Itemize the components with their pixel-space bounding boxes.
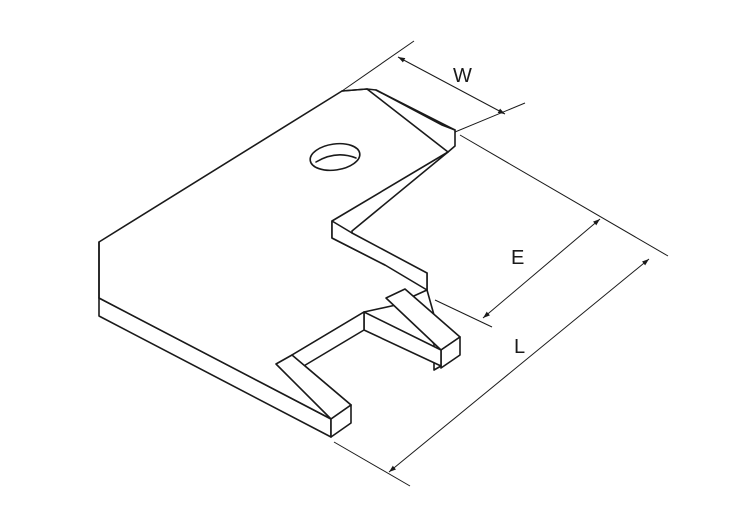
tip-extension — [459, 134, 669, 257]
w-extension-right — [454, 102, 526, 133]
w-label: W — [453, 65, 472, 87]
e-label: E — [511, 247, 524, 269]
mounting-hole-inner-edge — [315, 154, 357, 163]
l-dimension-line — [388, 258, 650, 473]
tab-chamfer — [366, 88, 456, 153]
w-extension-left — [341, 40, 415, 92]
e-dimension-line — [482, 218, 601, 319]
long-prong-end — [330, 404, 352, 438]
w-dimension-line — [397, 56, 506, 115]
chamfer-fold-edge — [341, 88, 368, 92]
l-label: L — [514, 336, 525, 358]
notch-step-edge — [351, 151, 449, 234]
l-extension — [333, 441, 411, 487]
dimension-lines — [333, 40, 669, 487]
mounting-hole — [309, 142, 361, 172]
terminal-part — [98, 88, 461, 438]
top-face — [98, 88, 456, 420]
